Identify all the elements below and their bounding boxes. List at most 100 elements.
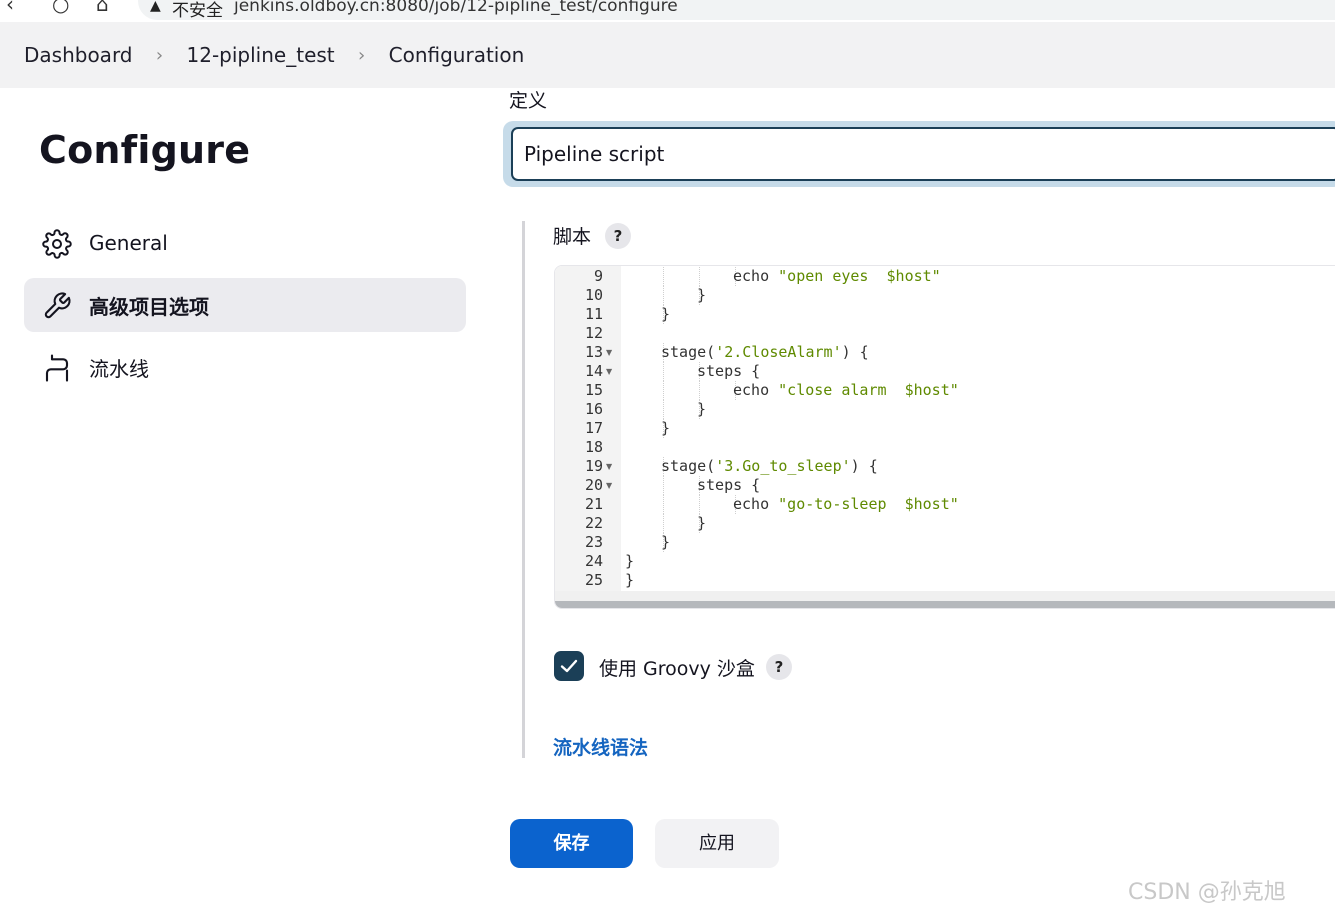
line-number: 14 <box>584 362 603 380</box>
groovy-sandbox-label[interactable]: 使用 Groovy 沙盒 <box>599 658 755 680</box>
indent-guide <box>699 476 700 495</box>
indent-guide <box>735 495 736 514</box>
line-number: 21 <box>584 495 603 513</box>
sidebar-item-pipeline[interactable]: 流水线 <box>24 340 466 394</box>
line-number: 22 <box>584 514 603 532</box>
breadcrumb: Dashboard › 12-pipline_test › Configurat… <box>0 22 1335 88</box>
line-number: 9 <box>593 267 603 285</box>
reload-icon[interactable]: ○ <box>52 0 70 16</box>
breadcrumb-dashboard[interactable]: Dashboard <box>24 43 133 67</box>
code-line: 25} <box>555 571 1335 590</box>
code-line: 13▼ stage('2.CloseAlarm') { <box>555 343 1335 362</box>
code-token: } <box>625 552 635 570</box>
warning-icon: ▲ <box>150 0 161 14</box>
code-text: steps { <box>697 362 760 381</box>
code-token: } <box>661 305 671 323</box>
indent-guide <box>735 381 736 400</box>
line-number: 15 <box>584 381 603 399</box>
indent-guide <box>663 533 664 552</box>
home-icon[interactable]: ⌂ <box>96 0 109 16</box>
indent-guide <box>663 381 664 400</box>
indent-guide <box>699 400 700 419</box>
definition-select[interactable]: Pipeline script <box>511 127 1335 181</box>
wrench-icon <box>44 292 71 319</box>
address-bar[interactable]: ▲ 不安全 jenkins.oldboy.cn:8080/job/12-pipl… <box>138 0 1335 21</box>
fold-arrow-icon[interactable]: ▼ <box>606 481 613 490</box>
gear-icon <box>42 229 72 259</box>
code-token: } <box>625 571 635 589</box>
code-text: } <box>661 533 670 552</box>
definition-select-value: Pipeline script <box>524 142 665 166</box>
code-text: } <box>661 419 670 438</box>
fold-arrow-icon[interactable]: ▼ <box>606 462 613 471</box>
line-number: 18 <box>584 438 603 456</box>
script-help-button[interactable]: ? <box>605 223 631 249</box>
code-token: } <box>697 400 707 418</box>
code-token: echo <box>733 381 779 399</box>
indent-guide <box>663 476 664 495</box>
code-token: } <box>661 419 671 437</box>
fold-arrow-icon[interactable]: ▼ <box>606 367 613 376</box>
code-token: stage( <box>661 343 716 361</box>
horizontal-scrollbar[interactable] <box>555 601 1335 608</box>
sidebar-item-advanced[interactable]: 高级项目选项 <box>24 278 466 332</box>
indent-guide <box>663 267 664 286</box>
code-token: } <box>661 533 671 551</box>
indent-guide <box>699 495 700 514</box>
line-number: 11 <box>584 305 603 323</box>
url-text[interactable]: jenkins.oldboy.cn:8080/job/12-pipline_te… <box>234 0 678 16</box>
indent-guide <box>663 419 664 438</box>
code-token: } <box>697 514 707 532</box>
apply-button[interactable]: 应用 <box>655 819 779 868</box>
code-string: '2.CloseAlarm' <box>715 343 842 361</box>
indent-guide <box>699 286 700 305</box>
back-arrow-icon[interactable]: ‹ <box>6 0 14 16</box>
indent-guide <box>663 514 664 533</box>
fold-arrow-icon[interactable]: ▼ <box>606 348 613 357</box>
code-text: } <box>697 286 706 305</box>
code-text: echo "go-to-sleep $host" <box>733 495 959 514</box>
code-line: 20▼steps { <box>555 476 1335 495</box>
code-string: '3.Go_to_sleep' <box>715 457 851 475</box>
sidebar-item-general[interactable]: General <box>24 216 466 270</box>
breadcrumb-configuration[interactable]: Configuration <box>388 43 525 67</box>
sandbox-help-button[interactable]: ? <box>766 654 792 680</box>
code-token: ) { <box>850 457 878 475</box>
save-button[interactable]: 保存 <box>510 819 633 868</box>
code-line: 17} <box>555 419 1335 438</box>
indent-guide <box>663 362 664 381</box>
line-number: 10 <box>584 286 603 304</box>
sidebar-item-label: 流水线 <box>89 356 149 381</box>
line-number: 13 <box>584 343 603 361</box>
code-line: 23} <box>555 533 1335 552</box>
sidebar-item-label: General <box>89 231 168 255</box>
code-text: stage('3.Go_to_sleep') { <box>661 457 878 476</box>
page-title: Configure <box>39 128 251 172</box>
code-token: echo <box>733 495 779 513</box>
breadcrumb-job[interactable]: 12-pipline_test <box>186 43 335 67</box>
indent-guide <box>735 267 736 286</box>
indent-guide <box>663 305 664 324</box>
line-number: 12 <box>584 324 603 342</box>
code-line: 22} <box>555 514 1335 533</box>
indent-guide <box>699 362 700 381</box>
section-divider <box>522 221 525 758</box>
code-line: 14▼ steps { <box>555 362 1335 381</box>
code-string: "go-to-sleep $host" <box>778 495 959 513</box>
line-number: 19 <box>584 457 603 475</box>
code-token: stage( <box>661 457 716 475</box>
code-token: steps { <box>697 362 761 380</box>
pipeline-icon <box>45 354 69 382</box>
indent-guide <box>663 495 664 514</box>
code-line: 10} <box>555 286 1335 305</box>
groovy-sandbox-checkbox[interactable] <box>554 651 584 681</box>
pipeline-syntax-link[interactable]: 流水线语法 <box>553 737 649 759</box>
code-line: 12 <box>555 324 1335 343</box>
code-line: 21 echo "go-to-sleep $host" <box>555 495 1335 514</box>
definition-select-focus-ring: Pipeline script <box>503 121 1335 187</box>
code-line: 18 <box>555 438 1335 457</box>
chevron-right-icon: › <box>358 44 366 66</box>
code-token: ) { <box>841 343 869 361</box>
